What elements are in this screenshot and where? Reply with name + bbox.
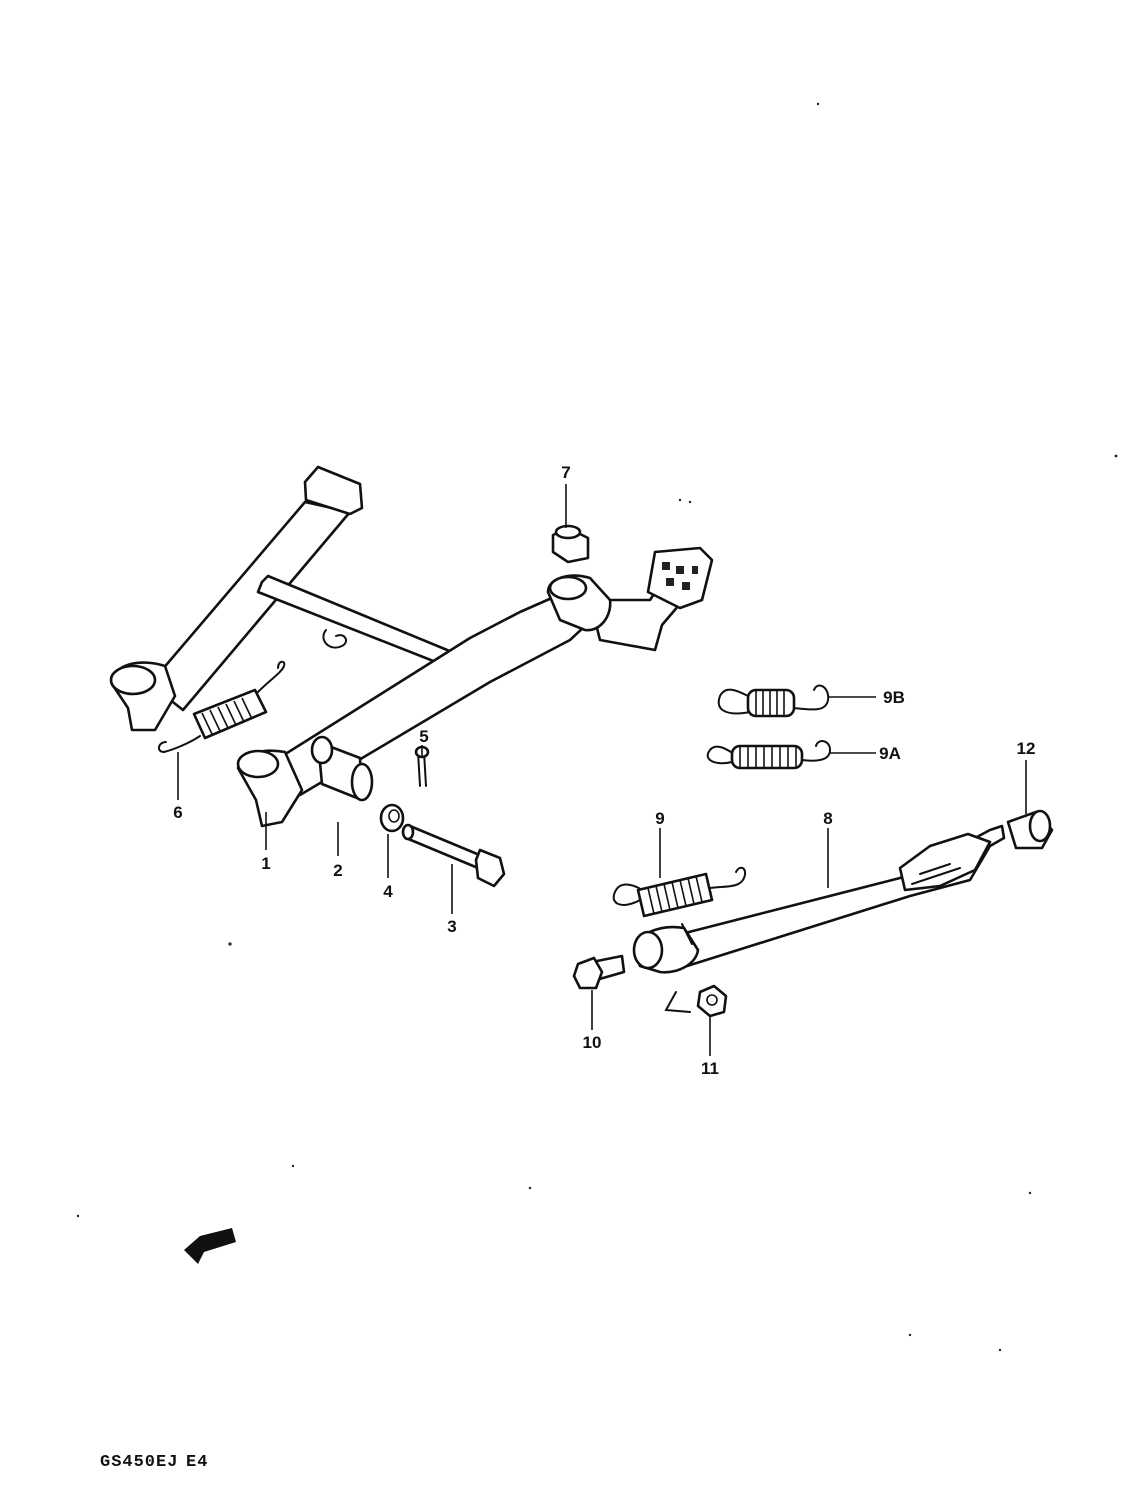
stand-spring-coils bbox=[201, 697, 253, 735]
pivot-boss-right-end bbox=[548, 575, 588, 601]
callout-2: 2 bbox=[333, 861, 342, 880]
pivot-boss-left-end bbox=[109, 664, 157, 696]
spring-9a bbox=[706, 740, 832, 770]
stand-spring bbox=[158, 660, 286, 754]
callout-11: 11 bbox=[701, 1059, 719, 1078]
center-stand-cross-bar bbox=[256, 574, 454, 668]
center-stand-pedal-arm bbox=[588, 583, 687, 652]
cross-bar-spring-hook bbox=[322, 629, 347, 649]
callout-4: 4 bbox=[383, 882, 393, 901]
pivot-boss-lower-end bbox=[236, 749, 280, 779]
side-stand-nut bbox=[664, 984, 728, 1018]
pivot-bolt bbox=[401, 823, 506, 888]
stopper-rubber bbox=[551, 524, 590, 564]
spring-9 bbox=[612, 866, 746, 918]
callout-6: 6 bbox=[173, 803, 182, 822]
pivot-bushing bbox=[310, 735, 374, 802]
washer bbox=[379, 803, 405, 833]
scan-specks bbox=[76, 102, 1118, 1352]
callout-5: 5 bbox=[419, 727, 428, 746]
callout-7: 7 bbox=[561, 463, 570, 482]
callout-3: 3 bbox=[447, 917, 456, 936]
callout-labels: 6 1 2 4 5 3 7 9B 9A 9 8 12 10 11 bbox=[173, 463, 1035, 1078]
callout-10: 10 bbox=[583, 1033, 602, 1052]
spring-9b bbox=[717, 684, 830, 718]
callout-8: 8 bbox=[823, 809, 832, 828]
side-stand bbox=[632, 824, 1006, 974]
leader-lines bbox=[177, 484, 1027, 1056]
center-stand bbox=[109, 465, 714, 828]
region-code: E4 bbox=[186, 1453, 208, 1472]
callout-9: 9 bbox=[655, 809, 664, 828]
callout-12: 12 bbox=[1017, 739, 1036, 758]
front-direction-arrow: FWD bbox=[184, 1228, 236, 1264]
side-stand-foot bbox=[898, 832, 992, 892]
side-stand-bolt bbox=[572, 954, 626, 990]
model-code: GS450EJ bbox=[100, 1453, 178, 1472]
side-stand-bushing bbox=[1006, 809, 1054, 850]
center-stand-foot-top bbox=[303, 465, 364, 516]
callout-1: 1 bbox=[261, 854, 270, 873]
pedal-grip-pattern bbox=[662, 562, 698, 590]
callout-9b: 9B bbox=[883, 688, 905, 707]
callout-9a: 9A bbox=[879, 744, 901, 763]
center-stand-near-leg bbox=[250, 588, 602, 797]
